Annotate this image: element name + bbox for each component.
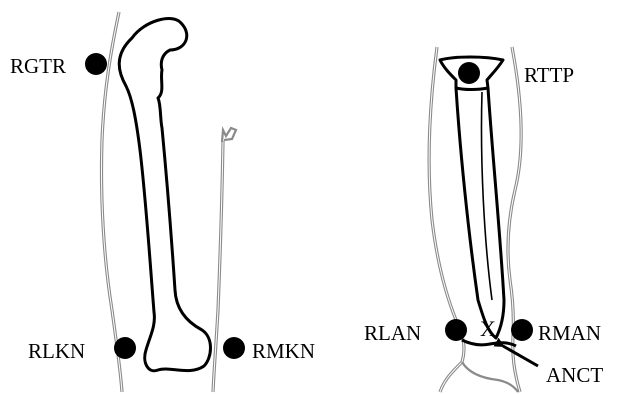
- shank-figure: X RTTP RLAN RMAN ANCT: [364, 47, 603, 392]
- rman-marker-dot: [511, 319, 533, 341]
- rlkn-label: RLKN: [28, 339, 85, 363]
- thigh-figure: RGTR RLKN RMKN: [10, 12, 315, 392]
- rlkn-marker-dot: [114, 337, 136, 359]
- rgtr-marker-dot: [85, 53, 107, 75]
- rttp-marker-dot: [458, 62, 480, 84]
- anct-arrow: [503, 346, 538, 366]
- rman-label: RMAN: [538, 321, 601, 345]
- rgtr-label: RGTR: [10, 54, 66, 78]
- rlan-label: RLAN: [364, 321, 421, 345]
- anct-label: ANCT: [546, 363, 603, 387]
- cross-mark: X: [480, 316, 496, 341]
- rmkn-label: RMKN: [252, 339, 315, 363]
- thigh-medial-skin-line: [213, 141, 223, 392]
- tibia-shaft: [456, 88, 504, 338]
- rmkn-marker-dot: [223, 337, 245, 359]
- rlan-marker-dot: [445, 319, 467, 341]
- foot-outline: [462, 362, 518, 392]
- rttp-label: RTTP: [524, 63, 574, 87]
- femur-bone: [119, 19, 210, 371]
- thigh-medial-notch: [222, 128, 236, 142]
